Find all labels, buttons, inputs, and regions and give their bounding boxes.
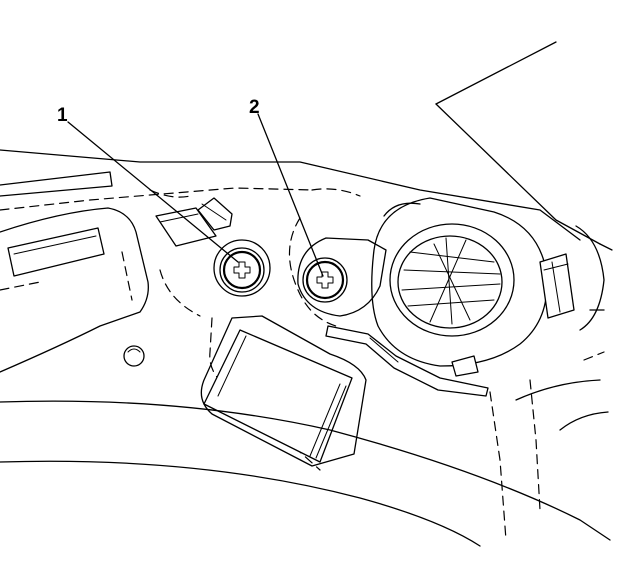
fastener-1	[213, 239, 271, 297]
side-vent	[539, 225, 605, 331]
dash-top-surface	[0, 149, 581, 241]
lower-dash-sweep	[0, 309, 611, 547]
center-lower-bezel	[200, 315, 367, 467]
callout-2: 2	[249, 97, 260, 118]
fastener-2	[297, 237, 387, 317]
callout-1: 1	[57, 105, 68, 126]
left-dash-section	[0, 207, 149, 373]
leader-line-2	[257, 113, 324, 277]
windshield-edge	[435, 41, 613, 251]
leader-line-1	[67, 121, 239, 263]
vent-trim-strip	[325, 325, 489, 397]
leader-lines	[67, 113, 324, 277]
round-air-vent	[371, 197, 548, 377]
